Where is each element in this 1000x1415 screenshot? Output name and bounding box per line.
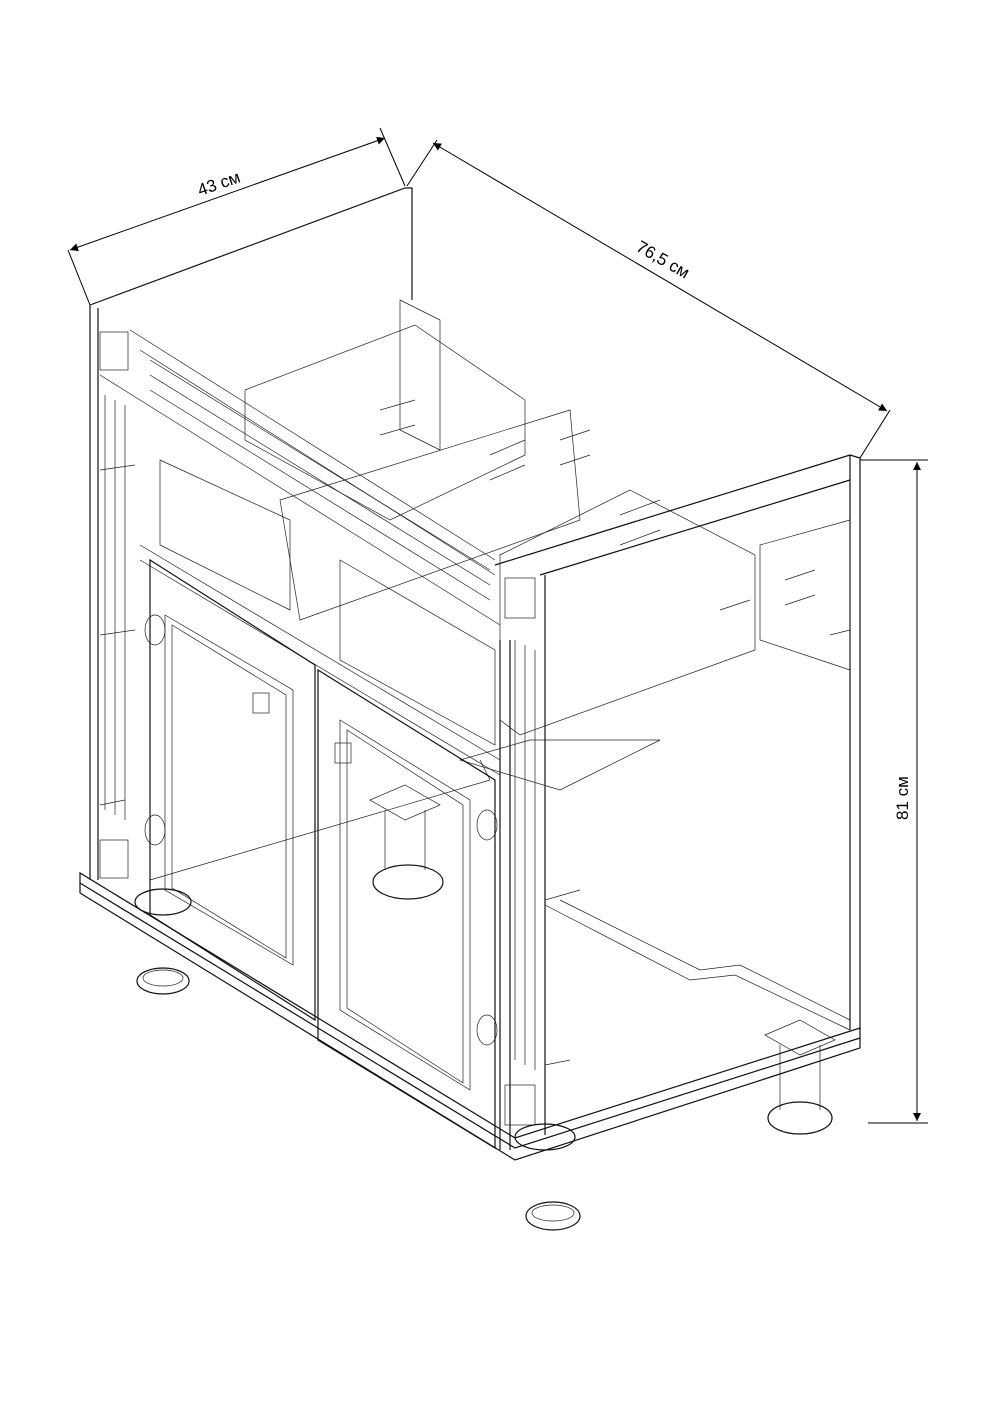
dimension-depth-label: 43 см [195, 168, 243, 200]
legs [134, 784, 836, 1231]
right-door [317, 668, 496, 1150]
left-door [149, 558, 316, 1022]
left-door-handle [252, 692, 270, 714]
dimension-width: 76,5 см [406, 139, 891, 459]
cabinet-body [79, 187, 861, 1161]
dimension-height: 81 см [860, 459, 928, 1124]
right-door-handle [334, 742, 352, 764]
dimension-depth: 43 см [67, 127, 406, 306]
dimension-width-label: 76,5 см [633, 237, 693, 282]
dimension-height-label: 81 см [893, 776, 912, 820]
dowels [99, 399, 851, 1066]
